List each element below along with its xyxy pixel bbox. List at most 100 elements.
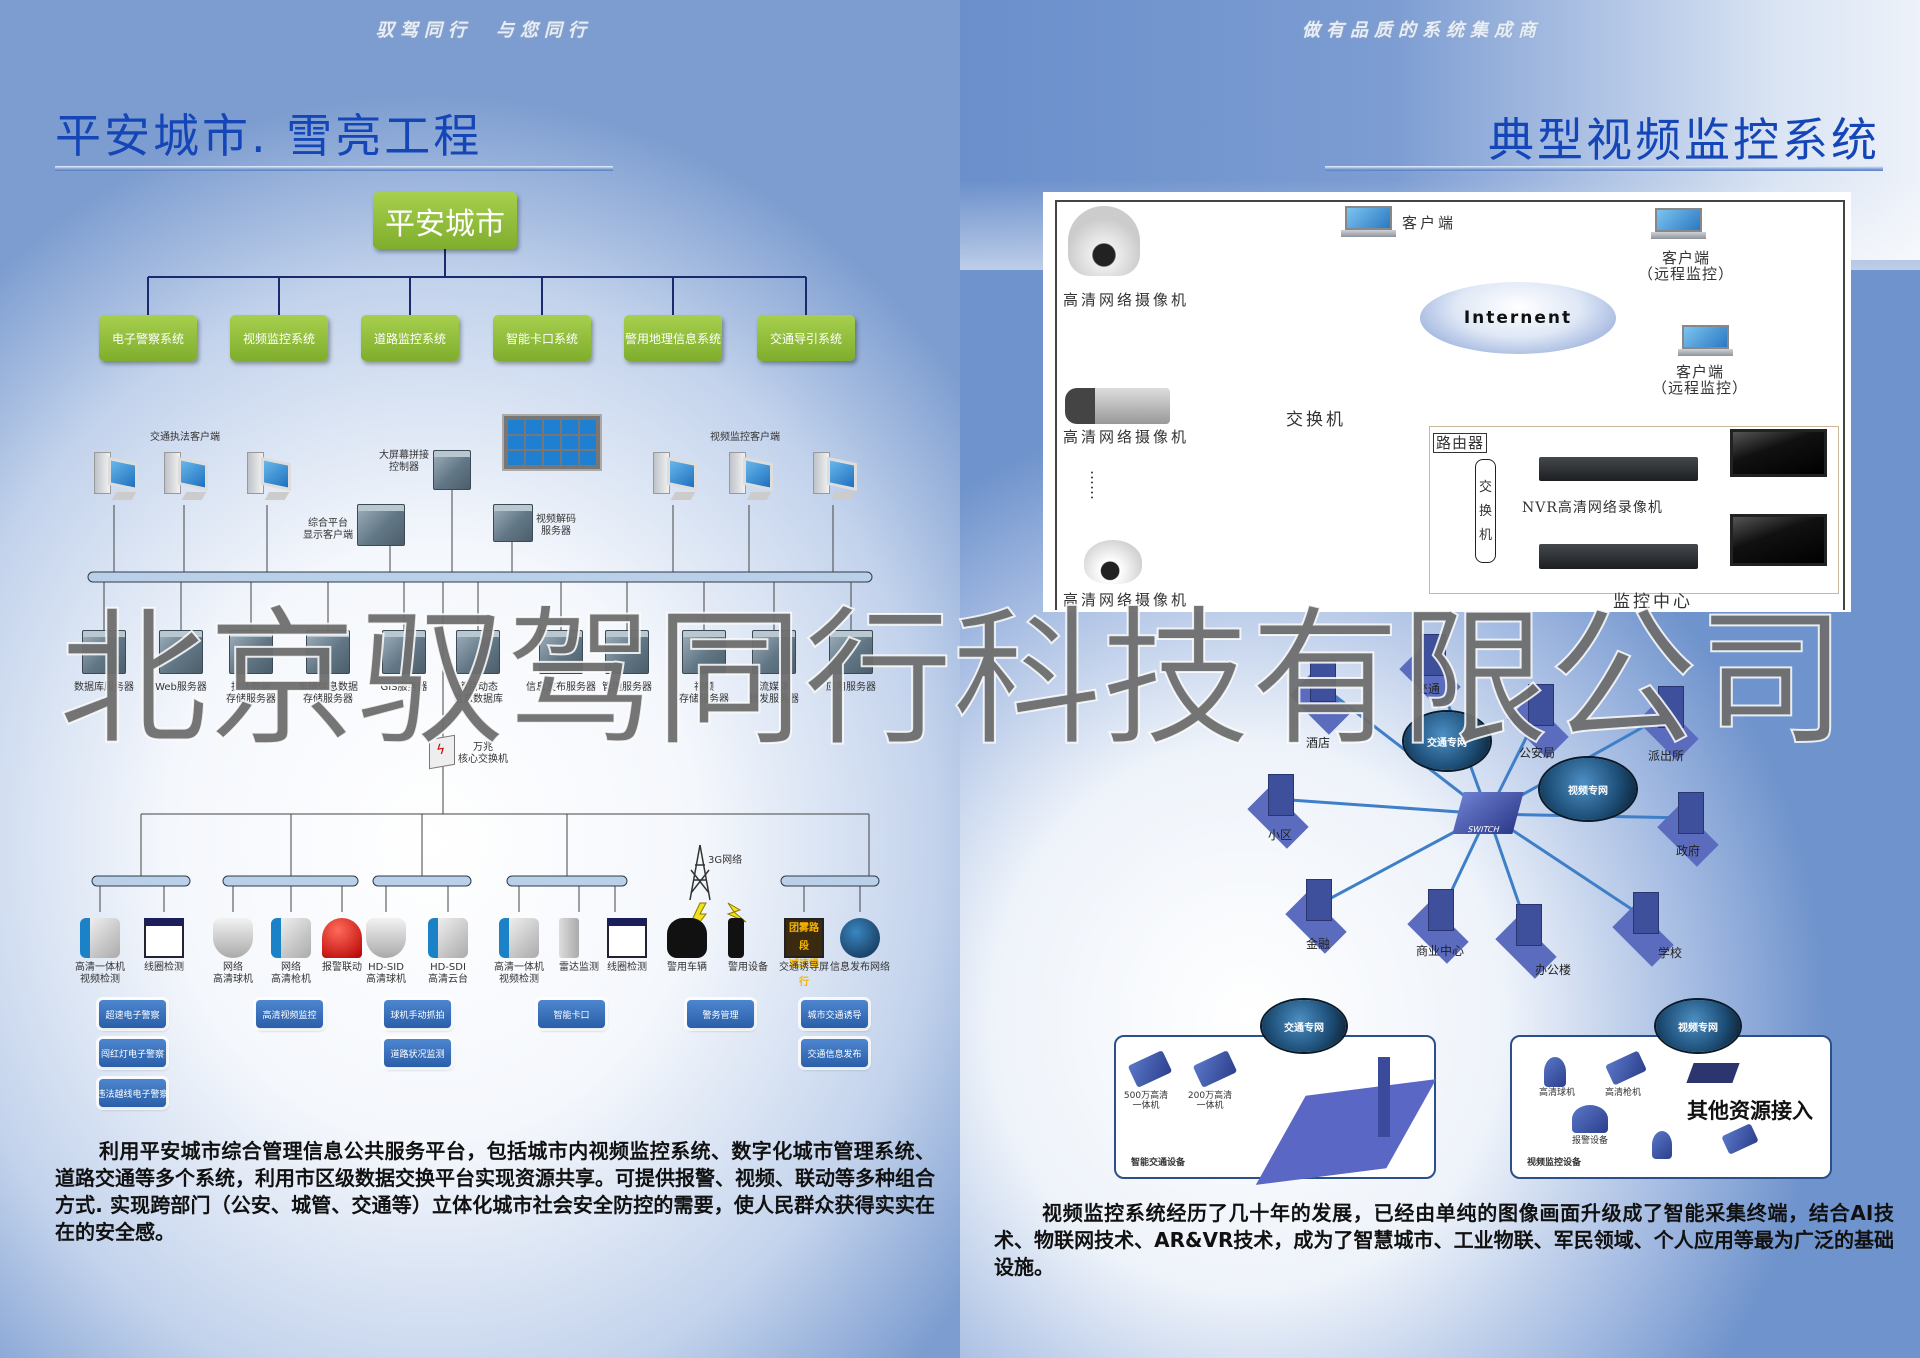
- field-device-dome-icon: [366, 918, 406, 958]
- subsystem-node: 电子警察系统: [99, 315, 197, 361]
- building-icon: [1678, 792, 1704, 834]
- function-button[interactable]: 城市交通诱导: [801, 1000, 868, 1028]
- traffic-box-caption: 智能交通设备: [1131, 1158, 1186, 1168]
- traffic-network-cloud: 交通专网: [1262, 1000, 1346, 1052]
- core-switch-label: 万兆 核心交换机: [458, 742, 508, 765]
- server-label: GIS服务器: [380, 682, 428, 693]
- client-pc-icon: [247, 452, 295, 504]
- ptz-camera-icon: [1068, 206, 1140, 276]
- server-label: Web服务器: [155, 682, 207, 693]
- network-node-label: 派出所: [1647, 749, 1684, 763]
- video-decoder-server-icon: [493, 504, 533, 542]
- server-label: 管理服务器: [602, 682, 652, 693]
- field-device-coil-icon: [607, 918, 647, 958]
- led-sign-text: 团雾路段 减速慢行: [789, 923, 819, 988]
- alarm-device-icon: [1572, 1105, 1608, 1133]
- network-node-label: 学校: [1657, 946, 1682, 960]
- client-pc-icon: [813, 452, 861, 504]
- hd-camera-icon: [1127, 1050, 1173, 1088]
- server-icon: [539, 630, 583, 674]
- left-slogan: 驭驾同行 与您同行: [376, 20, 592, 41]
- bullet-camera-icon: [1721, 1123, 1759, 1155]
- bullet-camera-label: 高清枪机: [1604, 1088, 1641, 1098]
- function-button[interactable]: 道路状况监测: [384, 1039, 451, 1067]
- router-label: 路由器: [1433, 433, 1488, 453]
- video-network-cloud: 视频专网: [1656, 1000, 1740, 1052]
- nvr-recorder-icon: [1539, 544, 1698, 569]
- server-label: 流媒体 转发服务器: [749, 682, 799, 705]
- nvr-label: NVR高清网络录像机: [1522, 500, 1663, 516]
- title-underline-right: [1325, 166, 1883, 171]
- field-device-label: 雷达监测: [559, 962, 599, 973]
- function-button[interactable]: 高清视频监控: [256, 1000, 323, 1028]
- video-wall-icon: [502, 414, 602, 471]
- remote-client-label: 客户端 （远程监控）: [1637, 249, 1734, 283]
- field-device-label: 高清一体机 视频检测: [494, 962, 544, 985]
- building-icon: [1306, 879, 1332, 921]
- video-box-caption: 视频监控设备: [1527, 1158, 1582, 1168]
- client-pc-icon: [653, 452, 701, 504]
- server-icon: [82, 630, 126, 674]
- server-label: 车辆信息数据 存储服务器: [298, 682, 358, 705]
- intelligent-traffic-equipment-box: 智能交通设备 500万高清 一体机 200万高清 一体机: [1114, 1035, 1437, 1185]
- building-icon: [1268, 774, 1294, 816]
- client-group-label-video: 视频监控客户端: [710, 432, 780, 443]
- subsystem-node: 视频监控系统: [230, 315, 328, 361]
- camera-pole-icon: [1378, 1057, 1390, 1137]
- other-resources-label: 其他资源接入: [1687, 1099, 1813, 1123]
- network-node-label: 办公楼: [1534, 963, 1571, 977]
- function-button[interactable]: 智能卡口: [538, 1000, 605, 1028]
- building-icon: [1310, 660, 1336, 702]
- server-icon: [159, 630, 203, 674]
- server-label: 数据库服务器: [74, 682, 134, 693]
- function-button[interactable]: 警务管理: [687, 1000, 754, 1028]
- video-decoder-label: 视频解码 服务器: [536, 514, 576, 537]
- client-group-label-traffic: 交通执法客户端: [150, 432, 220, 443]
- platform-display-server-icon: [357, 504, 405, 546]
- screen-controller-server-icon: [433, 450, 471, 490]
- building-icon: [1633, 892, 1659, 934]
- client-label: 客户端: [1402, 214, 1457, 232]
- field-device-label: HD-SID 高清球机: [366, 962, 406, 985]
- field-device-label: 交通诱导屏: [779, 962, 829, 973]
- left-description: 利用平安城市综合管理信息公共服务平台，包括城市内视频监控系统、数字化城市管理系统…: [55, 1139, 935, 1244]
- field-device-siren-icon: [322, 918, 362, 958]
- field-device-label: HD-SDI 高清云台: [428, 962, 468, 985]
- field-device-cam-icon: [271, 918, 311, 958]
- server-label: 视频 存储服务器: [679, 682, 729, 705]
- 3g-tower-icon: [689, 844, 711, 901]
- function-button[interactable]: 闯红灯电子警察: [99, 1039, 166, 1067]
- right-page-title: 典型视频监控系统: [1488, 113, 1880, 167]
- server-label: 应用服务器: [826, 682, 876, 693]
- server-label: 道路动态 信息数据库: [453, 682, 503, 705]
- 3g-network-label: 3G网络: [708, 855, 743, 866]
- function-button[interactable]: 球机手动抓拍: [384, 1000, 451, 1028]
- monitoring-center-label: 监控中心: [1613, 592, 1693, 612]
- building-icon: [1428, 889, 1454, 931]
- server-label: 信息发布服务器: [526, 682, 596, 693]
- field-device-label: 警用设备: [728, 962, 768, 973]
- server-icon: [605, 630, 649, 674]
- function-button[interactable]: 交通信息发布: [801, 1039, 868, 1067]
- function-button[interactable]: 违法越线电子警察: [97, 1079, 169, 1107]
- subsystem-node: 道路监控系统: [361, 315, 459, 361]
- network-node-label: 酒店: [1305, 736, 1330, 750]
- server-label: 执法数据 存储服务器: [226, 682, 276, 705]
- server-icon: [752, 630, 796, 674]
- laptop-client-icon: [1341, 206, 1396, 238]
- building-icon: [1516, 904, 1542, 946]
- surveillance-diagram-panel: [1043, 192, 1851, 612]
- network-node-label: 商业中心: [1416, 944, 1465, 958]
- field-device-label: 网络 高清枪机: [271, 962, 311, 985]
- switch-label: 交换机: [1286, 410, 1346, 430]
- function-button[interactable]: 超速电子警察: [99, 1000, 166, 1028]
- platform-display-label: 综合平台 显示客户端: [303, 518, 353, 541]
- field-device-coil-icon: [144, 918, 184, 958]
- bullet-camera-icon: [1605, 1050, 1647, 1086]
- alarm-device-label: 报警设备: [1571, 1136, 1608, 1146]
- network-node-label: 交通: [1415, 682, 1440, 696]
- video-private-network-cloud: 视频专网: [1540, 758, 1636, 820]
- field-device-label: 报警联动: [322, 962, 362, 973]
- monitoring-center-frame: [1429, 426, 1839, 594]
- ellipsis-dots: ……: [1087, 470, 1105, 500]
